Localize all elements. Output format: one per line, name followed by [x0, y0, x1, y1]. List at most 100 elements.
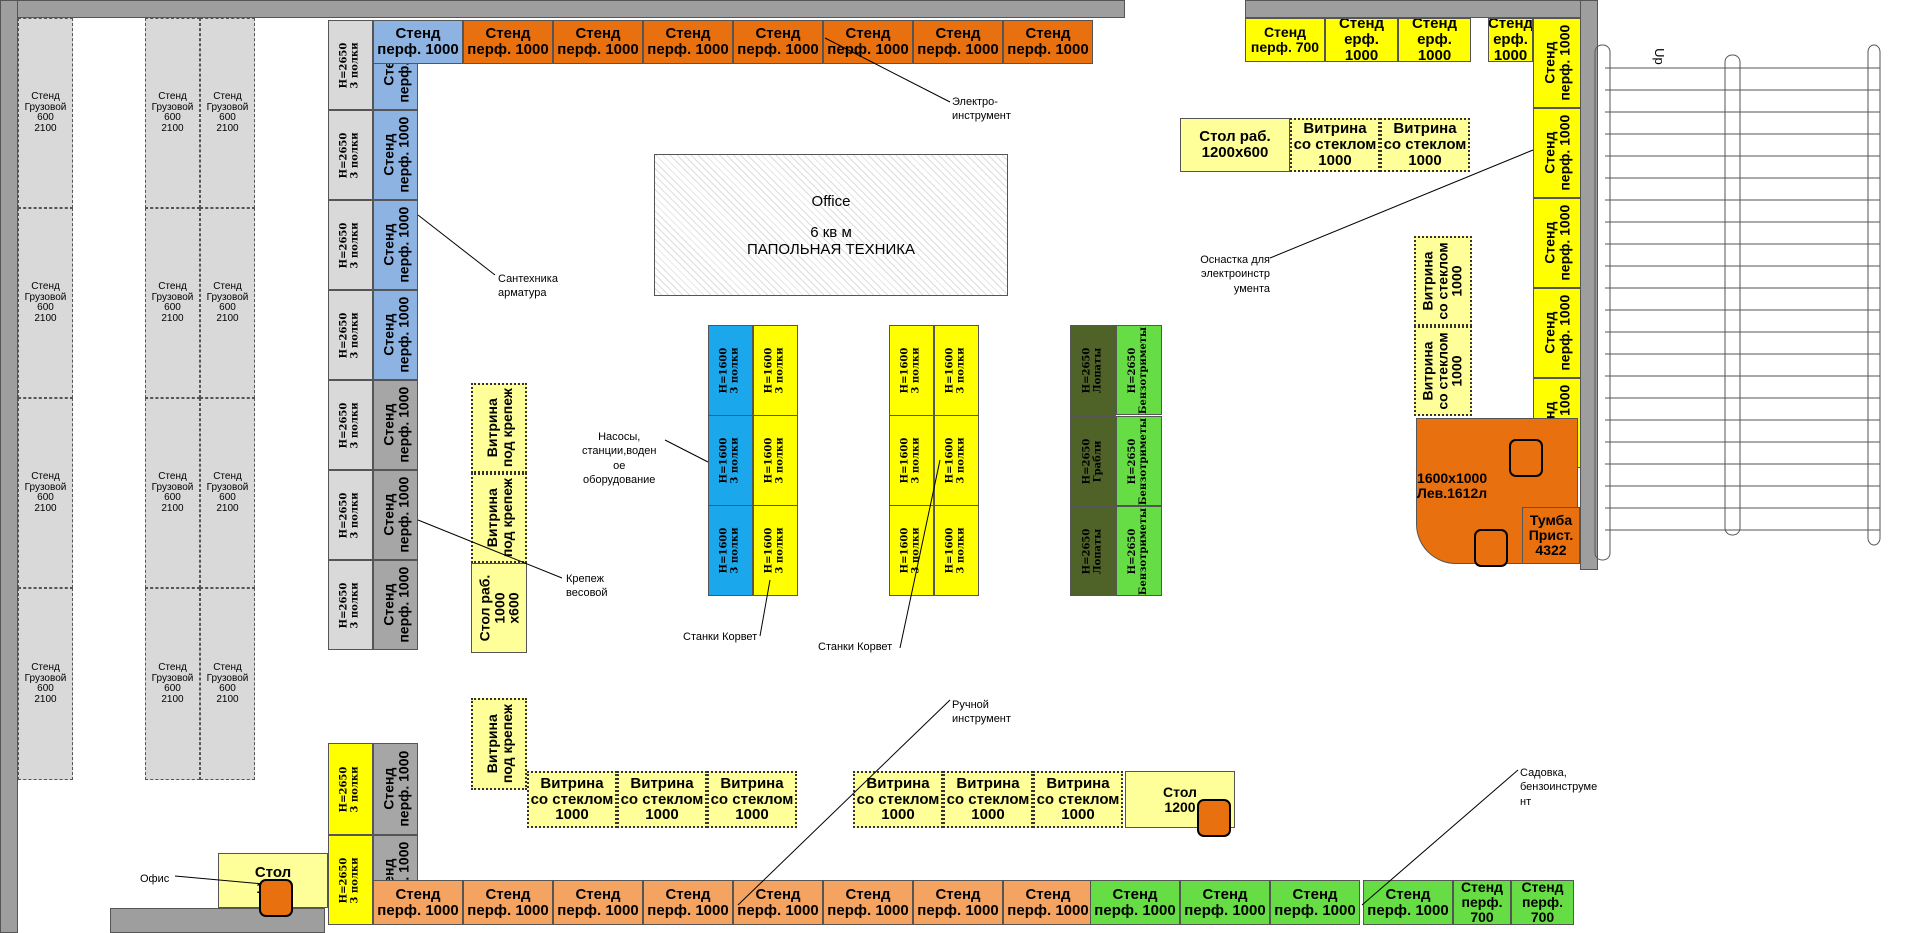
stend: Стенд ерф. 1000	[1488, 18, 1533, 62]
leader-line	[1361, 769, 1519, 906]
fixture-label: 1600х1000 Лев.1612л	[1417, 470, 1488, 501]
annotation-sadovka: Садовка, бензоинструме нт	[1520, 767, 1598, 808]
rack-h2650: Н=2650 Бензотриметы	[1116, 416, 1162, 506]
rack-h1600: Н=1600 3 полки	[934, 505, 979, 596]
stend: Стенд перф. 1000	[1363, 880, 1453, 925]
annotation-ruchnoy: Ручной инструмент	[952, 699, 1011, 726]
cargo-rack: Стенд Грузовой 600 2100	[145, 208, 200, 398]
vitrina: Витрина со стеклом 1000	[1414, 236, 1472, 326]
fixture-label: Стенд перф. 1000	[917, 885, 999, 919]
stend: Стенд перф. 1000	[913, 880, 1003, 925]
stend: Стенд перф. 700	[1453, 880, 1511, 925]
stend: Стенд перф. 1000	[463, 880, 553, 925]
stend: Стенд перф. 1000	[1533, 18, 1581, 108]
leader-line	[899, 459, 941, 649]
stend: Стенд перф. 1000	[733, 20, 823, 64]
rack-h2650: Н=2650 3 полки	[328, 200, 373, 290]
annotation-nasosy: Насосы, станции,воден ое оборудование	[582, 431, 657, 486]
stend: Стенд перф. 1000	[373, 880, 463, 925]
stair-rail	[1724, 54, 1741, 536]
chair-icon	[1509, 439, 1543, 477]
fixture-label: Витрина со стеклом 1000	[530, 774, 614, 824]
vitrina: Витрина под крепеж	[471, 383, 527, 473]
stend: Стенд перф. 700	[1511, 880, 1574, 925]
cargo-rack: Стенд Грузовой 600 2100	[200, 18, 255, 208]
fixture-label: Стенд перф. 1000	[1094, 885, 1176, 919]
rack-h1600: Н=1600 3 полки	[708, 505, 753, 596]
fixture-label: Стенд Грузовой 600 2100	[206, 662, 249, 705]
stend: Стенд перф. 1000	[1533, 108, 1581, 198]
stend: Стенд перф. 1000	[373, 20, 463, 64]
stend: Стенд перф. 1000	[373, 560, 418, 650]
vitrina: Витрина со стеклом 1000	[707, 771, 797, 828]
fixture-label: Стенд Грузовой 600 2100	[24, 91, 67, 134]
work-table: Стол раб. 1200х600	[1180, 118, 1290, 172]
fixture-label: Стенд Грузовой 600 2100	[151, 91, 194, 134]
fixture-label: Стенд перф. 1000	[647, 25, 729, 58]
stend: Стенд перф. 1000	[823, 20, 913, 64]
stend: Стенд перф. 1000	[553, 880, 643, 925]
rack-h1600: Н=1600 3 полки	[889, 415, 934, 506]
stend: Стенд перф. 1000	[1003, 880, 1093, 925]
fixture-label: Стенд перф. 1000	[467, 25, 549, 58]
stend: Стенд перф. 1000	[643, 880, 733, 925]
cargo-rack: Стенд Грузовой 600 2100	[145, 18, 200, 208]
fixture-label: Стенд ерф. 1000	[1338, 18, 1385, 62]
leader-line	[417, 519, 563, 579]
stend: Стенд перф. 1000	[373, 470, 418, 560]
office-title: Office	[811, 192, 851, 210]
cargo-rack: Стенд Грузовой 600 2100	[200, 208, 255, 398]
work-table: Стол раб. 1000 х600	[471, 563, 527, 653]
stend: Стенд перф. 1000	[1533, 198, 1581, 288]
rack-h2650: Н=2650 3 полки	[328, 290, 373, 380]
office-area: 6 кв м	[810, 223, 852, 241]
fixture-label: Витрина со стеклом 1000	[1036, 774, 1120, 824]
fixture-label: Витрина со стеклом 1000	[946, 774, 1030, 824]
vitrina: Витрина под крепеж	[471, 698, 527, 790]
stend: Стенд ерф. 1000	[1398, 18, 1471, 62]
annotation-stanki1: Станки Корвет	[683, 631, 758, 643]
office-subtitle: ПАПОЛЬНАЯ ТЕХНИКА	[747, 240, 915, 258]
stair-rail	[1867, 44, 1881, 546]
fixture-label: Стенд перф. 1000	[1007, 885, 1089, 919]
rack-h2650: Н=2650 Бензотриметы	[1116, 506, 1162, 596]
fixture-label: Стенд перф. 700	[1460, 880, 1504, 925]
rack-h2650: Н=2650 3 полки	[328, 560, 373, 650]
leader-line	[737, 699, 951, 906]
rack-h2650: Н=2650 3 полки	[328, 380, 373, 470]
vitrina: Витрина со стеклом 1000	[527, 771, 617, 828]
rack-h1600: Н=1600 3 полки	[753, 415, 798, 506]
cargo-rack: Стенд Грузовой 600 2100	[145, 588, 200, 780]
leader-line	[824, 37, 951, 103]
cargo-rack: Стенд Грузовой 600 2100	[18, 18, 73, 208]
stend: Стенд перф. 1000	[373, 743, 418, 835]
rack-h1600: Н=1600 3 полки	[708, 415, 753, 506]
vitrina: Витрина под крепеж	[471, 473, 527, 563]
stend: Стенд перф. 1000	[553, 20, 643, 64]
vitrina: Витрина со стеклом 1000	[943, 771, 1033, 828]
cargo-rack: Стенд Грузовой 600 2100	[18, 398, 73, 588]
chair-icon	[1197, 799, 1231, 837]
leader-line	[759, 579, 771, 637]
rack-h1600: Н=1600 3 полки	[753, 505, 798, 596]
vitrina: Витрина со стеклом 1000	[1380, 118, 1470, 172]
stend: Стенд перф. 1000	[733, 880, 823, 925]
stend: Стенд перф. 1000	[373, 200, 418, 290]
stend: Стенд перф. 1000	[463, 20, 553, 64]
vitrina: Витрина со стеклом 1000	[1414, 326, 1472, 416]
stend: Стенд перф. 1000	[643, 20, 733, 64]
fixture-label: Витрина со стеклом 1000	[1293, 120, 1377, 169]
stair-rail	[1594, 44, 1611, 561]
rack-h2650: Н=2650 3 полки	[328, 835, 373, 925]
fixture-label: Стенд перф. 1000	[737, 25, 819, 58]
rack-h2650: Н=2650 3 полки	[328, 743, 373, 835]
fixture-label: Стенд перф. 1000	[377, 25, 459, 58]
stend: Стенд перф. 1000	[913, 20, 1003, 64]
fixture-label: Стенд ерф. 1000	[1411, 18, 1458, 62]
fixture-label: Витрина со стеклом 1000	[1383, 120, 1467, 169]
leader-line	[174, 875, 276, 886]
rack-h1600: Н=1600 3 полки	[889, 505, 934, 596]
stend: Стенд перф. 1000	[1090, 880, 1180, 925]
